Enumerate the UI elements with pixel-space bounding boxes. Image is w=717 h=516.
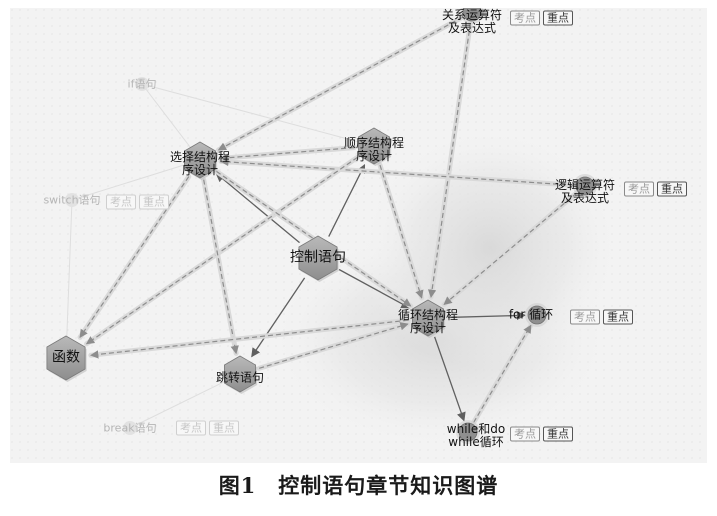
node-label-loop-line: 序设计 <box>409 321 447 335</box>
exam-point-tag[interactable]: 考点 <box>510 10 540 26</box>
node-label-select-line: 序设计 <box>181 163 219 177</box>
key-point-tag[interactable]: 重点 <box>543 426 573 442</box>
circle-node-icon[interactable] <box>458 422 478 442</box>
edge-control-to-jump[interactable] <box>251 277 306 358</box>
faded-node-bg-break[interactable]: break语句 <box>103 422 156 435</box>
key-point-tag[interactable]: 重点 <box>657 181 687 197</box>
edge-loop-to-for[interactable] <box>447 311 526 321</box>
faded-node-bg-break-line: break语句 <box>103 421 157 435</box>
node-label-loop[interactable]: 循环结构程序设计 <box>398 309 458 335</box>
exam-point-tag[interactable]: 考点 <box>624 181 654 197</box>
edge-logical-to-loop[interactable] <box>443 192 577 306</box>
hexagon-node-icon[interactable] <box>46 335 86 381</box>
edge-select-to-loop[interactable] <box>216 170 412 307</box>
faded-node-icon <box>123 421 137 435</box>
exam-point-tag[interactable]: 考点 <box>570 309 600 325</box>
faded-node-icon <box>135 77 149 91</box>
edge-while-to-for[interactable] <box>473 324 532 423</box>
hexagon-node-icon[interactable] <box>357 127 391 165</box>
node-label-sequence[interactable]: 顺序结构程序设计 <box>344 137 404 163</box>
node-tags-for: 考点重点 <box>570 309 633 325</box>
faded-node-icon <box>65 193 79 207</box>
edge-control-to-sequence[interactable] <box>328 163 366 237</box>
edge-relational-to-loop[interactable] <box>427 22 472 299</box>
node-tags-relational: 考点重点 <box>510 10 573 26</box>
background-edge <box>65 199 73 359</box>
key-point-tag[interactable]: 重点 <box>603 309 633 325</box>
faded-node-bg-switch-line: switch语句 <box>43 193 101 207</box>
node-label-relational-line: 关系运算符 <box>441 8 503 22</box>
node-label-while-line: while循环 <box>448 435 504 449</box>
node-label-function-line: 函数 <box>52 349 80 366</box>
node-label-select[interactable]: 选择结构程序设计 <box>170 151 230 177</box>
edge-relational-to-select[interactable] <box>217 16 463 151</box>
node-label-jump[interactable]: 跳转语句 <box>215 370 265 385</box>
edge-select-to-jump[interactable] <box>203 179 239 355</box>
node-label-loop-line: 循环结构程 <box>397 308 459 322</box>
background-edge <box>71 159 201 201</box>
node-label-logical-line: 及表达式 <box>560 191 610 205</box>
edge-sequence-to-select[interactable] <box>220 147 355 162</box>
node-tags-logical: 考点重点 <box>624 181 687 197</box>
faded-node-bg-switch[interactable]: switch语句 <box>43 194 100 207</box>
node-label-for-line: for 循环 <box>508 307 554 322</box>
edge-select-to-function[interactable] <box>79 176 190 338</box>
exam-point-tag[interactable]: 考点 <box>176 420 206 436</box>
hexagon-node-icon[interactable] <box>223 355 257 393</box>
node-tags-bg-break: 考点重点 <box>176 420 239 436</box>
node-label-logical-line: 逻辑运算符 <box>554 178 616 192</box>
circle-node-icon[interactable] <box>462 8 482 22</box>
node-label-while-line: while和do <box>446 422 506 436</box>
edge-sequence-to-function[interactable] <box>85 156 358 345</box>
background-edge <box>141 83 375 147</box>
node-label-logical[interactable]: 逻辑运算符及表达式 <box>555 179 615 205</box>
key-point-tag[interactable]: 重点 <box>139 194 169 210</box>
background-edge <box>129 373 241 429</box>
node-label-relational[interactable]: 关系运算符及表达式 <box>442 9 502 35</box>
node-label-jump-line: 跳转语句 <box>215 370 265 385</box>
edge-jump-to-loop[interactable] <box>258 322 409 369</box>
faded-node-bg-if[interactable]: if语句 <box>128 78 157 91</box>
node-label-control-line: 控制语句 <box>290 249 346 266</box>
hexagon-node-icon[interactable] <box>298 235 338 281</box>
graph-svg <box>10 8 707 463</box>
hexagon-node-icon[interactable] <box>411 299 445 337</box>
edge-control-to-select[interactable] <box>215 172 300 244</box>
exam-point-tag[interactable]: 考点 <box>106 194 136 210</box>
figure-caption: 图1 控制语句章节知识图谱 <box>218 473 499 498</box>
edge-control-to-loop[interactable] <box>338 268 411 309</box>
edge-loop-to-function[interactable] <box>90 319 409 359</box>
exam-point-tag[interactable]: 考点 <box>510 426 540 442</box>
node-tags-while: 考点重点 <box>510 426 573 442</box>
edge-loop-to-while[interactable] <box>434 336 466 422</box>
edge-sequence-to-loop[interactable] <box>379 164 424 299</box>
edge-logical-to-select[interactable] <box>220 157 575 186</box>
node-label-sequence-line: 顺序结构程 <box>343 136 405 150</box>
node-label-relational-line: 及表达式 <box>447 21 497 35</box>
faded-node-bg-if-line: if语句 <box>127 77 157 91</box>
hexagon-node-icon[interactable] <box>183 141 217 179</box>
circle-node-icon[interactable] <box>527 305 547 325</box>
node-label-sequence-line: 序设计 <box>355 149 393 163</box>
key-point-tag[interactable]: 重点 <box>543 10 573 26</box>
key-point-tag[interactable]: 重点 <box>209 420 239 436</box>
node-label-select-line: 选择结构程 <box>169 150 231 164</box>
node-label-for[interactable]: for 循环 <box>508 307 554 322</box>
node-tags-bg-switch: 考点重点 <box>106 194 169 210</box>
node-label-function[interactable]: 函数 <box>52 349 80 366</box>
circle-node-icon[interactable] <box>575 176 595 196</box>
node-label-control[interactable]: 控制语句 <box>290 249 346 266</box>
